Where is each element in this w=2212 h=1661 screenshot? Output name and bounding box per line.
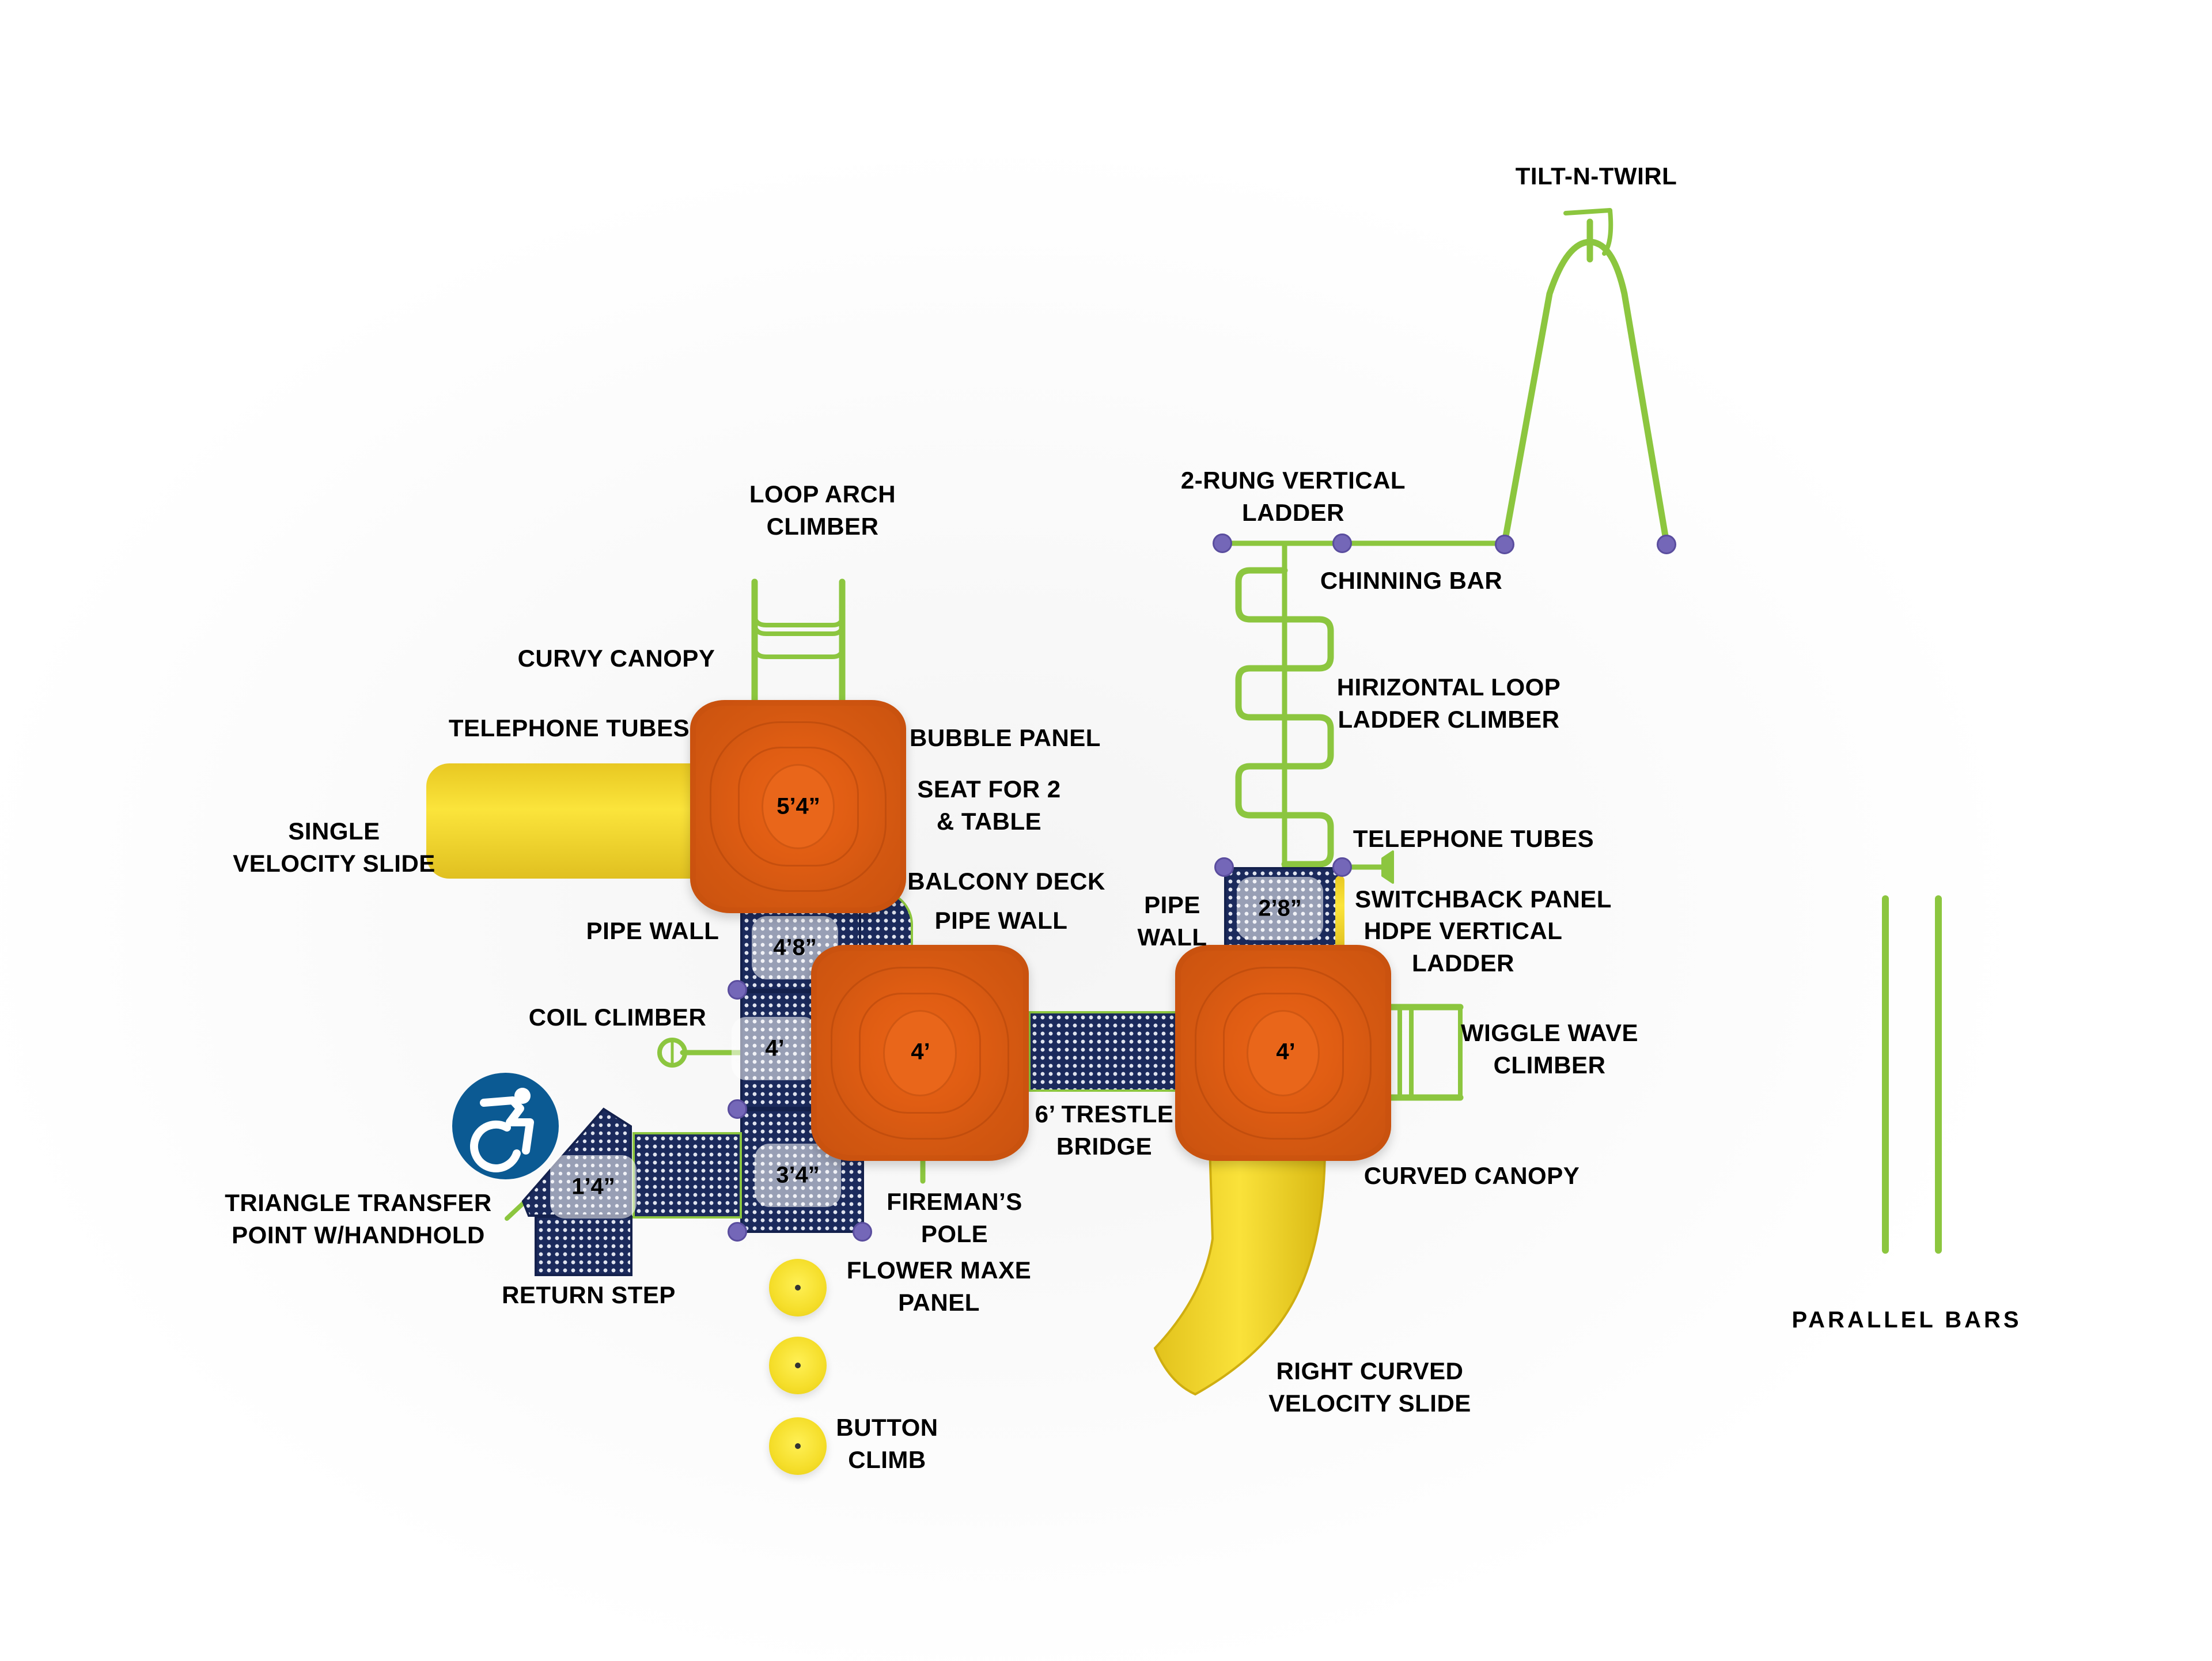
deck-height-transfer: 1’4” <box>571 1174 615 1200</box>
single-velocity-slide <box>426 763 714 879</box>
deck-height-mid-left: 4’ <box>765 1035 785 1061</box>
loop-ladder-loop <box>1281 616 1334 672</box>
loop-ladder-loop <box>1281 714 1334 770</box>
curvy-canopy-center <box>811 945 1029 1161</box>
button-climb-disc <box>769 1259 827 1316</box>
label-telephone-tubes-right: TELEPHONE TUBES <box>1353 825 1594 852</box>
label-parallel-bars: PARALLEL BARS <box>1791 1307 2022 1333</box>
label-balcony-deck: BALCONY DECK <box>907 868 1105 895</box>
curved-canopy-right <box>1175 945 1391 1161</box>
loop-arch-rung <box>752 623 844 636</box>
loop-ladder-loop <box>1281 812 1334 868</box>
loop-ladder-loop <box>1235 665 1288 721</box>
clamp-icon <box>728 980 747 1000</box>
label-pipe-wall-left: PIPE WALL <box>586 917 719 944</box>
telephone-tube-bell <box>1381 850 1394 884</box>
label-seat-for-2-table: SEAT FOR 2& TABLE <box>917 775 1061 835</box>
return-step <box>535 1216 632 1276</box>
deck-badge <box>755 1144 841 1207</box>
canopy-height-left: 5’4” <box>777 793 820 819</box>
curvy-canopy-left <box>690 700 906 913</box>
loop-arch-rung <box>752 614 844 627</box>
label-return-step: RETURN STEP <box>502 1281 676 1308</box>
loop-arch-rung <box>752 646 844 659</box>
trestle-bridge <box>1028 1011 1178 1092</box>
canopy-height-right: 4’ <box>1276 1039 1296 1065</box>
label-pipe-wall-center: PIPE WALL <box>934 907 1068 934</box>
tilt-n-twirl-seat <box>1563 208 1613 256</box>
clamp-icon <box>1213 534 1232 553</box>
right-curved-velocity-slide <box>1153 1145 1327 1396</box>
transfer-handhold <box>505 1199 528 1221</box>
deck-badge <box>550 1155 637 1219</box>
canopy-height-center: 4’ <box>911 1039 930 1065</box>
label-chinning-bar: CHINNING BAR <box>1320 567 1503 594</box>
deck-badge <box>732 1017 818 1080</box>
label-tilt-n-twirl: TILT-N-TWIRL <box>1515 162 1677 190</box>
clamp-icon <box>728 1099 747 1119</box>
label-coil-climber: COIL CLIMBER <box>528 1004 707 1031</box>
label-curvy-canopy: CURVY CANOPY <box>517 645 715 672</box>
clamp-icon <box>728 1222 747 1242</box>
loop-ladder-loop <box>1235 567 1288 623</box>
deck-height-upper-right: 2’8” <box>1258 895 1302 921</box>
label-switchback-panel: SWITCHBACK PANEL <box>1355 886 1612 913</box>
accessible-wheelchair-icon <box>452 1073 559 1179</box>
clamp-icon <box>1495 535 1514 554</box>
clamp-icon <box>1332 857 1352 877</box>
clamp-icon <box>1657 535 1676 554</box>
deck-height-upper-left: 4’8” <box>773 934 817 960</box>
clamp-icon <box>1214 857 1234 877</box>
label-telephone-tubes-left: TELEPHONE TUBES <box>448 714 690 741</box>
clamp-icon <box>1332 534 1352 553</box>
switchback-panel <box>1335 876 1344 951</box>
label-curved-canopy: CURVED CANOPY <box>1363 1162 1580 1189</box>
deck-badge <box>1237 877 1323 940</box>
loop-ladder-loop <box>1235 763 1288 819</box>
button-climb-disc <box>769 1337 827 1394</box>
label-bubble-panel: BUBBLE PANEL <box>910 724 1101 751</box>
deck-height-lower-left: 3’4” <box>776 1162 820 1188</box>
transfer-walkway <box>632 1132 742 1219</box>
clamp-icon <box>853 1222 872 1242</box>
button-climb-disc <box>769 1417 827 1475</box>
